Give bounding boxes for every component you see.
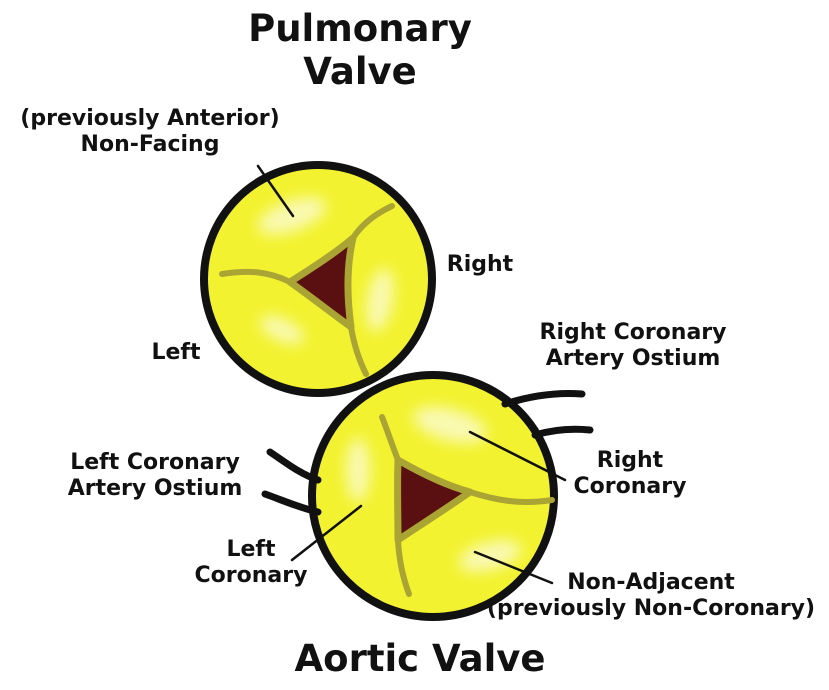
left-coronary-artery-stub-upper [270,452,318,480]
label-non-adjacent: Non-Adjacent (previously Non-Coronary) [486,570,816,623]
pulmonary-valve-title: Pulmonary Valve [220,8,500,93]
label-left-coronary-artery-ostium: Left Coronary Artery Ostium [50,450,260,503]
label-left-ostium-line1: Left Coronary [50,450,260,476]
pulmonary-title-line2: Valve [220,51,500,94]
label-right-ostium-line1: Right Coronary [523,320,743,346]
right-coronary-artery-stub-upper [505,393,582,404]
label-right-coronary-artery-ostium: Right Coronary Artery Ostium [523,320,743,373]
label-pulmonary-right-text: Right [435,252,525,278]
aortic-title-text: Aortic Valve [250,638,590,681]
aortic-valve-title: Aortic Valve [250,638,590,681]
label-non-facing-line2: Non-Facing [10,132,290,158]
pulmonary-title-line1: Pulmonary [220,8,500,51]
label-left-coronary-line1: Left [186,537,316,563]
right-coronary-artery-stub-lower [535,429,590,435]
label-right-coronary-line2: Coronary [560,474,700,500]
label-pulmonary-right: Right [435,252,525,278]
label-right-coronary: Right Coronary [560,448,700,501]
label-pulmonary-left-text: Left [136,340,216,366]
label-non-adjacent-line1: Non-Adjacent [486,570,816,596]
label-non-facing-line1: (previously Anterior) [10,106,290,132]
label-pulmonary-left: Left [136,340,216,366]
label-non-facing: (previously Anterior) Non-Facing [10,106,290,159]
label-right-coronary-line1: Right [560,448,700,474]
label-left-ostium-line2: Artery Ostium [50,476,260,502]
pulmonary-valve [204,165,432,393]
label-left-coronary: Left Coronary [186,537,316,590]
label-left-coronary-line2: Coronary [186,563,316,589]
label-non-adjacent-line2: (previously Non-Coronary) [486,596,816,622]
label-right-ostium-line2: Artery Ostium [523,346,743,372]
